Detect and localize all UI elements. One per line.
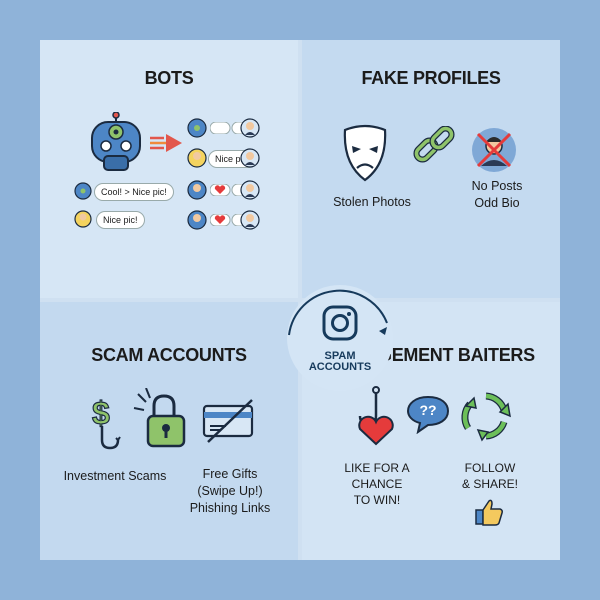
caption-line: CHANCE bbox=[351, 477, 403, 491]
circular-arrow-icon bbox=[288, 289, 388, 336]
stolen-photos-caption: Stolen Photos bbox=[333, 195, 411, 209]
center-label-line2: ACCOUNTS bbox=[308, 361, 372, 373]
user-avatar-icon bbox=[187, 210, 207, 230]
comment-bubble: Nice pic! bbox=[96, 211, 145, 229]
quadrant-scam-accounts: SCAM ACCOUNTS $ Investment Scams Free Gi… bbox=[40, 302, 298, 560]
user-avatar-icon bbox=[240, 210, 260, 230]
question-bubble-icon bbox=[406, 395, 450, 434]
chain-link-icon bbox=[413, 126, 455, 163]
center-label: SPAM ACCOUNTS bbox=[287, 351, 393, 373]
robot-icon bbox=[91, 112, 141, 171]
instagram-icon bbox=[322, 305, 358, 341]
center-badge: SPAM ACCOUNTS bbox=[287, 285, 393, 391]
no-profile-icon bbox=[472, 128, 516, 172]
fake-profiles-title: FAKE PROFILES bbox=[361, 68, 501, 88]
caption-line: (Swipe Up!) bbox=[197, 484, 263, 498]
spam-accounts-board: BOTS N bbox=[40, 40, 560, 560]
dollar-hook-icon: $ bbox=[91, 394, 121, 450]
bot-avatar-icon bbox=[74, 182, 92, 200]
user-avatar-icon bbox=[187, 180, 207, 200]
heart-hook-icon bbox=[358, 386, 394, 446]
user-avatar-icon bbox=[240, 118, 260, 138]
quadrant-fake-profiles: FAKE PROFILES Stolen Photos No Posts Odd… bbox=[302, 40, 560, 298]
like-to-win-caption: LIKE FOR A CHANCE TO WIN! bbox=[332, 460, 422, 508]
recycle-arrows-icon bbox=[461, 392, 511, 442]
svg-text:$: $ bbox=[92, 395, 110, 431]
investment-scams-caption: Investment Scams bbox=[63, 469, 167, 483]
quadrant-bots: BOTS N bbox=[40, 40, 298, 298]
caption-line: LIKE FOR A bbox=[344, 461, 410, 475]
user-avatar-icon bbox=[240, 180, 260, 200]
bots-title: BOTS bbox=[144, 68, 194, 88]
question-marks: ?? bbox=[419, 402, 437, 418]
follow-share-caption: FOLLOW & SHARE! bbox=[450, 460, 530, 492]
speed-arrow-icon bbox=[150, 134, 182, 152]
user-avatar-icon bbox=[187, 148, 207, 168]
center-label-line1: SPAM bbox=[324, 350, 356, 362]
caption-line: Odd Bio bbox=[474, 196, 520, 210]
caption-line: TO WIN! bbox=[353, 493, 401, 507]
caption-line: & SHARE! bbox=[461, 477, 518, 491]
bot-avatar-icon bbox=[187, 118, 207, 138]
caption-line: Free Gifts bbox=[202, 467, 258, 481]
caption-line: No Posts bbox=[471, 179, 523, 193]
caption-line: FOLLOW bbox=[464, 461, 516, 475]
user-avatar-icon bbox=[74, 210, 92, 228]
lock-icon bbox=[133, 388, 186, 448]
mask-icon bbox=[343, 124, 387, 182]
thumbs-up-icon bbox=[475, 499, 503, 526]
no-posts-caption: No Posts Odd Bio bbox=[452, 178, 542, 212]
caption-line: Phishing Links bbox=[189, 501, 271, 515]
phishing-caption: Free Gifts (Swipe Up!) Phishing Links bbox=[180, 466, 280, 517]
comment-bubble: Cool! > Nice pic! bbox=[94, 183, 174, 201]
scam-accounts-title: SCAM ACCOUNTS bbox=[91, 345, 247, 365]
credit-card-icon bbox=[202, 399, 254, 443]
user-avatar-icon bbox=[240, 148, 260, 168]
